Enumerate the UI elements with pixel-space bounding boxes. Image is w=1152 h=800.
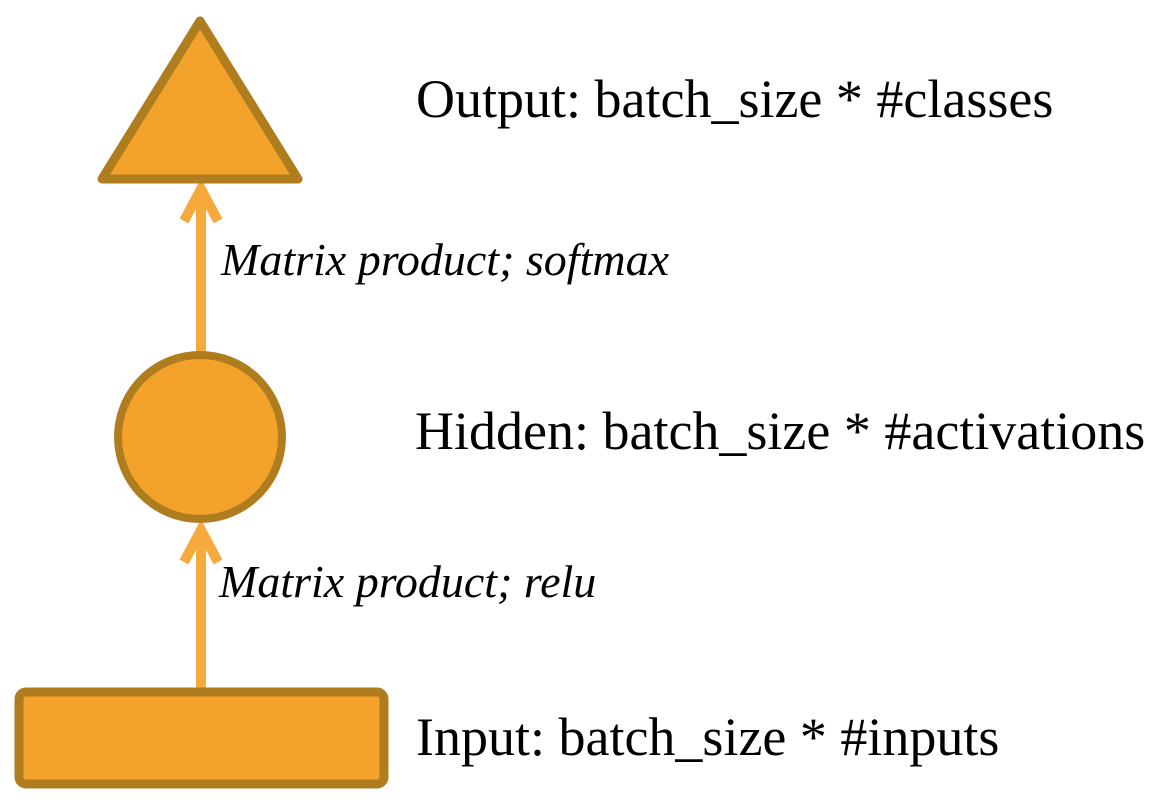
- output-node-triangle: [97, 16, 303, 184]
- input-label: Input: batch_size * #inputs: [416, 707, 1000, 767]
- input-node-rectangle: [14, 687, 389, 789]
- relu-edge-label: Matrix product; relu: [219, 556, 597, 607]
- softmax-edge-label: Matrix product; softmax: [221, 234, 670, 285]
- hidden-label: Hidden: batch_size * #activations: [415, 401, 1146, 461]
- hidden-node-circle: [114, 351, 286, 523]
- softmax-arrow: [179, 178, 223, 352]
- relu-arrow: [179, 519, 223, 690]
- output-label: Output: batch_size * #classes: [416, 69, 1054, 129]
